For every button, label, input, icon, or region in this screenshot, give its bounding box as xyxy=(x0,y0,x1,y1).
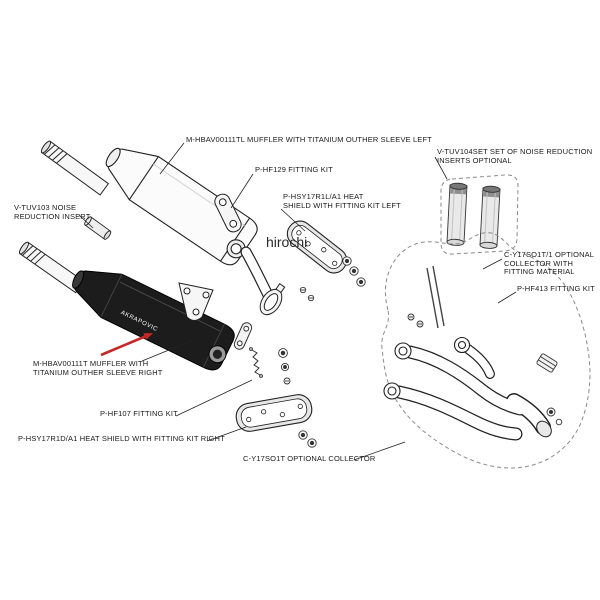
label-text-line: TITANIUM OUTHER SLEEVE RIGHT xyxy=(33,367,163,377)
collector-pipes xyxy=(392,344,551,441)
label-inserts-optional: V-TUV104SET SET OF NOISE REDUCTION INSER… xyxy=(437,147,593,165)
red-arrow xyxy=(100,333,153,357)
noise-insert-drawing xyxy=(84,216,112,240)
label-text-line: C-Y17SO1T OPTIONAL COLLECTOR xyxy=(243,454,376,463)
label-text-line: FITTING MATERIAL xyxy=(504,267,575,276)
inlet-pipe-left-drawing xyxy=(40,140,110,196)
label-text-line: INSERTS OPTIONAL xyxy=(437,155,512,165)
label-text-line: COLLECTOR WITH xyxy=(504,258,574,268)
label-text-line: REDUCTION INSERT xyxy=(14,211,91,221)
heat-shield-right-drawing xyxy=(235,394,313,432)
label-text-line: P-HF413 FITTING KIT xyxy=(517,284,595,293)
label-text-line: C-Y17SO1T/1 OPTIONAL xyxy=(504,250,595,259)
label-text-line: P-HSY17R1D/A1 HEAT SHIELD WITH FITTING K… xyxy=(18,434,225,443)
label-text-line: V-TUV103 NOISE xyxy=(14,203,77,212)
left-silencer-group xyxy=(40,140,274,301)
inlet-pipe-right-drawing xyxy=(18,241,85,294)
label-text-line: P-HSY17R1L/A1 HEAT xyxy=(283,192,364,201)
label-fitting-hf413: P-HF413 FITTING KIT xyxy=(517,284,595,294)
clamp-ring xyxy=(259,283,286,316)
insert-cylinder-1 xyxy=(446,182,468,246)
label-noise-insert: V-TUV103 NOISE REDUCTION INSERT xyxy=(14,203,91,221)
fitting-bracket-plate xyxy=(214,193,242,233)
optional-collector-group xyxy=(381,232,591,469)
label-fitting-hf107: P-HF107 FITTING KIT xyxy=(100,409,178,419)
label-text-line: SHIELD WITH FITTING KIT LEFT xyxy=(283,200,401,210)
label-text-line: M-HBAV00111T MUFFLER WITH xyxy=(33,359,149,368)
label-fitting-hf129: P-HF129 FITTING KIT xyxy=(255,165,333,175)
label-muffler-left: M-HBAV00111TL MUFFLER WITH TITANIUM OUTH… xyxy=(186,135,432,145)
leader-lines xyxy=(78,142,517,461)
shield-left-screws xyxy=(299,286,315,302)
label-heat-shield-right: P-HSY17R1D/A1 HEAT SHIELD WITH FITTING K… xyxy=(18,434,225,444)
label-text-line: P-HF129 FITTING KIT xyxy=(255,165,333,174)
collector-flanges xyxy=(383,336,471,400)
muffler-right-drawing: AKRAPOVIC xyxy=(72,270,235,371)
hanger-bracket xyxy=(178,282,214,321)
collector-bolts xyxy=(407,313,424,328)
collector-dashed-outline xyxy=(381,232,591,469)
inserts-dashed-outline xyxy=(440,174,519,255)
shield-left-washers xyxy=(342,256,366,287)
heat-shield-left-drawing xyxy=(286,220,348,274)
optional-inserts-group xyxy=(440,174,519,255)
label-collector-with-material: C-Y17SO1T/1 OPTIONAL COLLECTOR WITH FITT… xyxy=(504,250,595,277)
label-muffler-right: M-HBAV00111T MUFFLER WITH TITANIUM OUTHE… xyxy=(33,359,163,377)
shop-watermark: hirochi xyxy=(266,234,308,250)
collector-outlet-end xyxy=(536,420,552,438)
label-text-line: V-TUV104SET SET OF NOISE REDUCTION xyxy=(437,147,593,156)
label-collector-optional: C-Y17SO1T OPTIONAL COLLECTOR xyxy=(243,454,376,464)
fitting-kit-spring-parts xyxy=(233,322,263,378)
collector-rods xyxy=(426,265,445,329)
collector-small-fasteners xyxy=(546,407,563,426)
collector-clamp xyxy=(536,353,558,373)
label-text-line: M-HBAV00111TL MUFFLER WITH TITANIUM OUTH… xyxy=(186,135,432,144)
label-text-line: P-HF107 FITTING KIT xyxy=(100,409,178,418)
connector-pipe-left-fill xyxy=(241,247,273,300)
label-heat-shield-left: P-HSY17R1L/A1 HEAT SHIELD WITH FITTING K… xyxy=(283,192,401,210)
muffler-left-drawing xyxy=(105,147,258,266)
shield-right-washers xyxy=(298,430,317,448)
grommet-stack xyxy=(278,348,291,385)
insert-cylinder-2 xyxy=(479,185,501,249)
